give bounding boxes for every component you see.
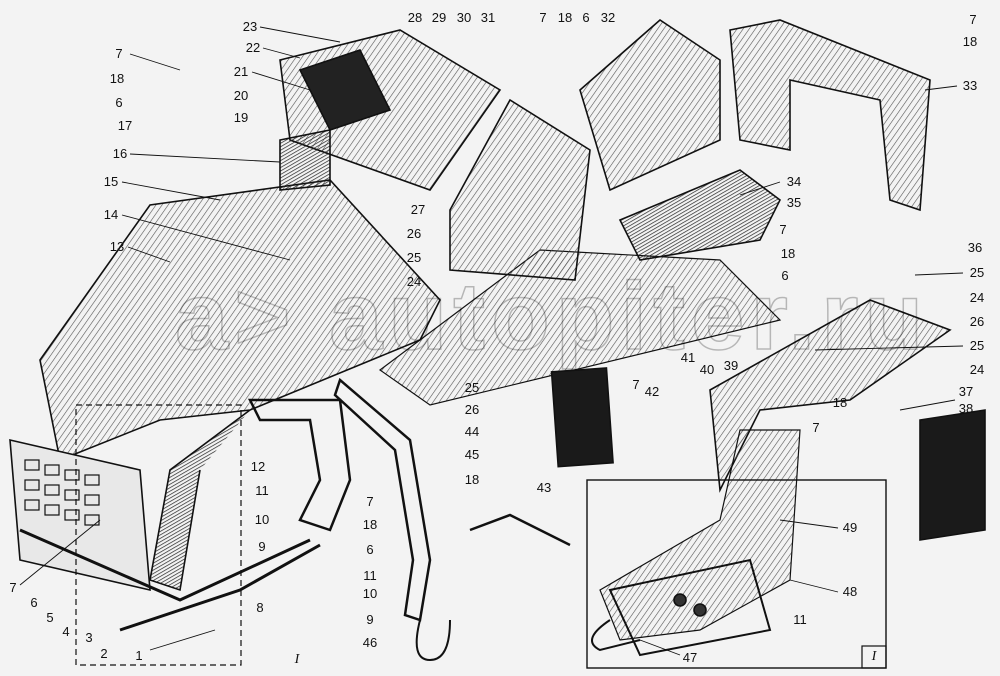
callout: 7 — [812, 420, 820, 435]
view-I-frame — [586, 479, 887, 669]
callout: 24 — [969, 362, 985, 377]
callout: 39 — [723, 358, 739, 373]
callout: 49 — [842, 520, 858, 535]
callout: 7 — [9, 580, 17, 595]
callout: 16 — [112, 146, 128, 161]
callout: 11 — [255, 483, 269, 498]
callout: 18 — [962, 34, 978, 49]
callout: 10 — [362, 586, 378, 601]
view-marker: I — [294, 652, 300, 667]
callout: 24 — [969, 290, 985, 305]
callout: 1 — [135, 648, 143, 663]
callout: 2 — [100, 646, 108, 661]
rear-wing — [709, 299, 952, 493]
callout: 7 — [115, 46, 123, 61]
callout: 11 — [363, 568, 377, 583]
callout: 43 — [536, 480, 552, 495]
callout: 6 — [582, 10, 590, 25]
callout: 45 — [464, 447, 480, 462]
callout: 27 — [410, 202, 426, 217]
callout: 17 — [117, 118, 133, 133]
callout: 23 — [242, 19, 258, 34]
callout: 8 — [256, 600, 264, 615]
callout: 40 — [699, 362, 715, 377]
detail-boundary — [75, 404, 242, 666]
callout: 4 — [62, 624, 70, 639]
callout: 37 — [958, 384, 974, 399]
callout: 29 — [431, 10, 447, 25]
callout: 25 — [464, 380, 480, 395]
callout: 9 — [366, 612, 374, 627]
callout: 18 — [557, 10, 573, 25]
callout: 18 — [464, 472, 480, 487]
callout: 6 — [115, 95, 123, 110]
callout: 24 — [406, 274, 422, 289]
callout: 33 — [962, 78, 978, 93]
callout: 6 — [30, 595, 38, 610]
callout: 18 — [832, 395, 848, 410]
side-support — [333, 377, 432, 622]
rear-guard — [729, 19, 931, 212]
callout: 44 — [464, 424, 480, 439]
callout: 7 — [539, 10, 547, 25]
callout: 42 — [644, 384, 660, 399]
watermark-logo: a> autopiter.ru — [174, 262, 930, 371]
callout: 38 — [958, 401, 974, 416]
callout: 26 — [464, 402, 480, 417]
callout: 26 — [406, 226, 422, 241]
callout: 32 — [600, 10, 616, 25]
callout: 34 — [786, 174, 802, 189]
callout: 25 — [406, 250, 422, 265]
callout: 6 — [781, 268, 789, 283]
callout: 19 — [233, 110, 249, 125]
callout: 18 — [362, 517, 378, 532]
dash-panel — [449, 98, 591, 281]
callout: 13 — [109, 239, 125, 254]
callout: 47 — [682, 650, 698, 665]
callout: 31 — [480, 10, 496, 25]
callout: 11 — [793, 612, 807, 627]
callout: 20 — [233, 88, 249, 103]
callout: 15 — [103, 174, 119, 189]
callout: 21 — [233, 64, 249, 79]
callout: 30 — [456, 10, 472, 25]
callout: 3 — [85, 630, 93, 645]
callout: 26 — [969, 314, 985, 329]
callout: 10 — [254, 512, 270, 527]
callout: 14 — [103, 207, 119, 222]
callout: 36 — [967, 240, 983, 255]
callout: 9 — [258, 539, 266, 554]
callout: 18 — [109, 71, 125, 86]
callout: 7 — [632, 377, 640, 392]
callout: 28 — [407, 10, 423, 25]
callout: 48 — [842, 584, 858, 599]
hood-support — [247, 398, 352, 532]
callout: 35 — [786, 195, 802, 210]
grille — [9, 438, 151, 592]
callout: 22 — [245, 40, 261, 55]
mudflap — [550, 367, 614, 468]
callout: 18 — [780, 246, 796, 261]
callout: 41 — [680, 350, 696, 365]
callout: 5 — [46, 610, 54, 625]
floor-mat — [618, 169, 782, 261]
callout: 7 — [969, 12, 977, 27]
callout: 46 — [362, 635, 378, 650]
callout: 25 — [969, 265, 985, 280]
callout: 25 — [969, 338, 985, 353]
callout: 7 — [366, 494, 374, 509]
fender-cover — [579, 18, 721, 192]
callout: 6 — [366, 542, 374, 557]
view-marker: I — [871, 649, 877, 664]
callout: 7 — [779, 222, 787, 237]
callout: 12 — [250, 459, 266, 474]
